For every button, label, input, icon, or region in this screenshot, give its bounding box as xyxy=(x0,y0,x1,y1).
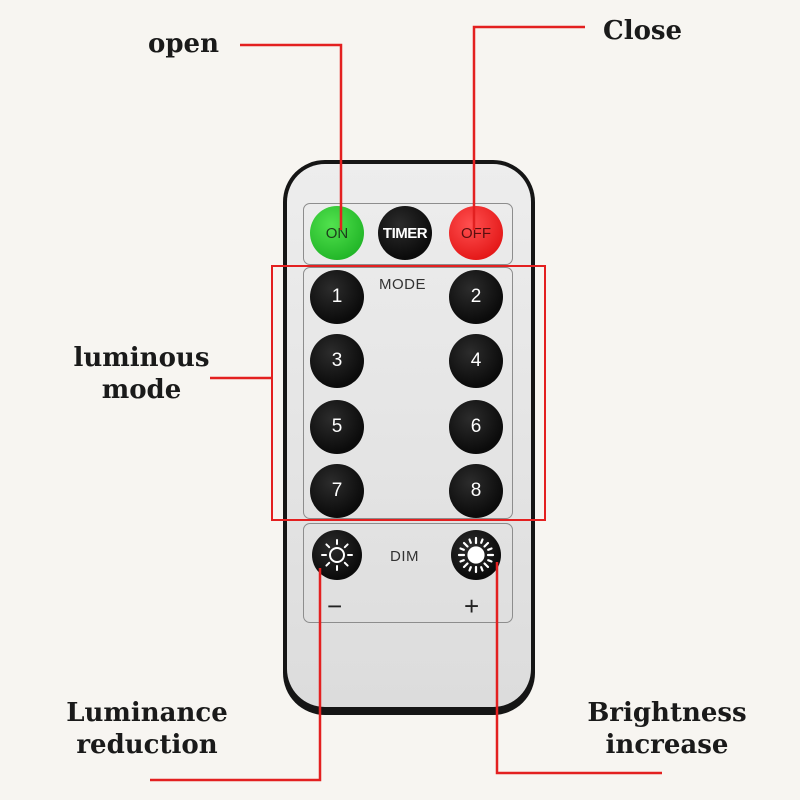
mode-button-label: 2 xyxy=(470,286,482,307)
luminance-reduction-label-line2: reduction xyxy=(76,730,218,760)
mode-button-3[interactable]: 3 xyxy=(310,334,364,388)
plus-sign: + xyxy=(464,591,480,621)
mode-button-label: 8 xyxy=(470,480,482,501)
off-button-label: OFF xyxy=(461,224,491,242)
mode-button-label: 3 xyxy=(331,350,343,371)
mode-button-1[interactable]: 1 xyxy=(310,270,364,324)
mode-panel xyxy=(303,267,513,519)
mode-button-6[interactable]: 6 xyxy=(449,400,503,454)
brightness-increase-label: Brightness increase xyxy=(572,697,762,761)
mode-button-label: 7 xyxy=(331,480,343,501)
open-label: open xyxy=(148,29,219,59)
mode-button-7[interactable]: 7 xyxy=(310,464,364,518)
luminance-reduction-label-line1: Luminance xyxy=(66,698,228,728)
mode-label: MODE xyxy=(379,276,426,293)
mode-button-label: 5 xyxy=(331,416,343,437)
mode-button-label: 4 xyxy=(470,350,482,371)
mode-button-4[interactable]: 4 xyxy=(449,334,503,388)
timer-button-label: TIMER xyxy=(382,224,428,242)
brightness-increase-label-line1: Brightness xyxy=(587,698,747,728)
minus-sign: − xyxy=(327,591,343,621)
close-label: Close xyxy=(603,16,683,46)
dim-down-button[interactable] xyxy=(312,530,362,580)
sun-outline-icon xyxy=(321,539,353,571)
timer-button[interactable]: TIMER xyxy=(378,206,432,260)
mode-button-label: 1 xyxy=(331,286,343,307)
off-button[interactable]: OFF xyxy=(449,206,503,260)
brightness-increase-label-line2: increase xyxy=(605,730,729,760)
sun-filled-icon xyxy=(457,536,495,574)
mode-button-5[interactable]: 5 xyxy=(310,400,364,454)
luminous-mode-label-line2: mode xyxy=(101,375,182,405)
mode-highlight-box xyxy=(271,265,546,521)
dim-label: DIM xyxy=(390,548,419,565)
on-button[interactable]: ON xyxy=(310,206,364,260)
on-button-label: ON xyxy=(325,224,349,242)
luminance-reduction-label: Luminance reduction xyxy=(52,697,242,761)
mode-button-label: 6 xyxy=(470,416,482,437)
luminous-mode-label: luminous mode xyxy=(64,342,219,406)
power-panel xyxy=(303,203,513,265)
mode-button-2[interactable]: 2 xyxy=(449,270,503,324)
luminous-mode-label-line1: luminous xyxy=(73,343,210,373)
mode-button-8[interactable]: 8 xyxy=(449,464,503,518)
dim-up-button[interactable] xyxy=(451,530,501,580)
